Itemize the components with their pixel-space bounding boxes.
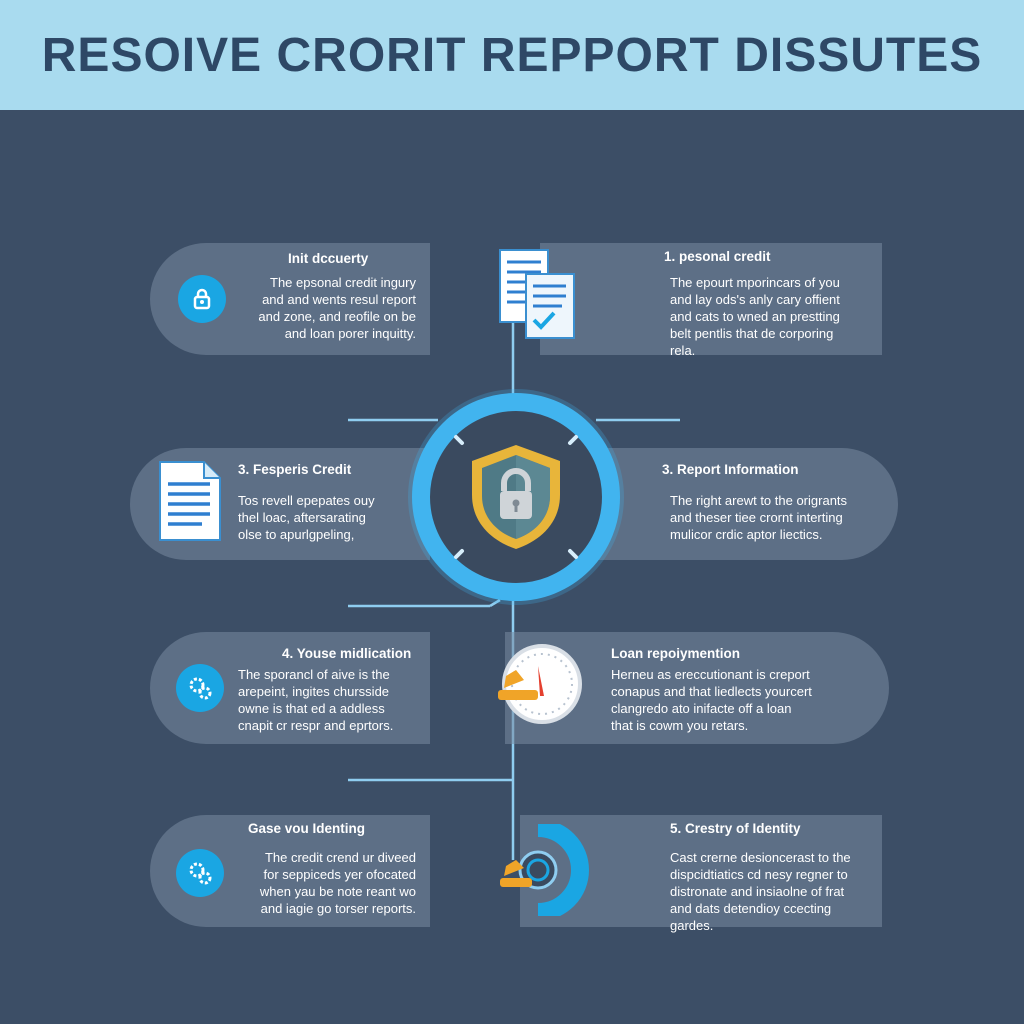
card-crestry-identity: 5. Crestry of Identity Cast crerne desio… [520, 815, 882, 933]
card-title: 3. Fesperis Credit [238, 462, 352, 477]
card-title: 1. pesonal credit [664, 249, 771, 264]
lock-badge-icon [178, 275, 226, 323]
central-hub [412, 393, 620, 601]
card-title: 4. Youse midlication [282, 646, 412, 661]
documents-check-icon [496, 248, 580, 345]
gauge-icon [496, 640, 588, 731]
card-personal-credit: 1. pesonal credit The epourt mporincars … [540, 243, 882, 358]
card-title: Gase vou Identing [248, 821, 366, 836]
gears-icon [176, 849, 224, 897]
card-text: Herneu as ereccutionant is creport conap… [611, 667, 812, 733]
card-init-inquiry: Init dccuerty The epsonal credit ingury … [150, 243, 430, 355]
card-report-information: 3. Report Information The right arewt to… [596, 448, 898, 560]
document-icon [158, 460, 222, 547]
ring-icon [498, 819, 590, 921]
card-text: The epsonal credit ingury and and wents … [258, 275, 416, 341]
card-gase-identing: Gase vou Identing The credit crend ur di… [150, 815, 430, 927]
shield-lock-icon [466, 441, 566, 558]
page-title: RESOIVE CRORIT REPPORT DISSUTES [41, 28, 983, 82]
card-text: The sporancl of aive is the arepeint, in… [238, 667, 394, 733]
card-title: 5. Crestry of Identity [670, 821, 801, 836]
card-text: Tos revell epepates ouy thel loac, after… [238, 493, 375, 542]
card-text: Cast crerne desioncerast to the dispcidt… [670, 850, 851, 933]
card-title: Loan repoiymention [611, 646, 741, 661]
card-title: 3. Report Information [662, 462, 799, 477]
card-text: The right arewt to the origrants and the… [670, 493, 848, 542]
card-text: The credit crend ur diveed for seppiceds… [259, 850, 416, 916]
header-banner: RESOIVE CRORIT REPPORT DISSUTES [0, 0, 1024, 110]
card-text: The epourt mporincars of you and lay ods… [670, 275, 840, 358]
card-youse-midlication: 4. Youse midlication The sporancl of aiv… [150, 632, 430, 744]
gears-icon [176, 664, 224, 712]
card-title: Init dccuerty [288, 251, 369, 266]
